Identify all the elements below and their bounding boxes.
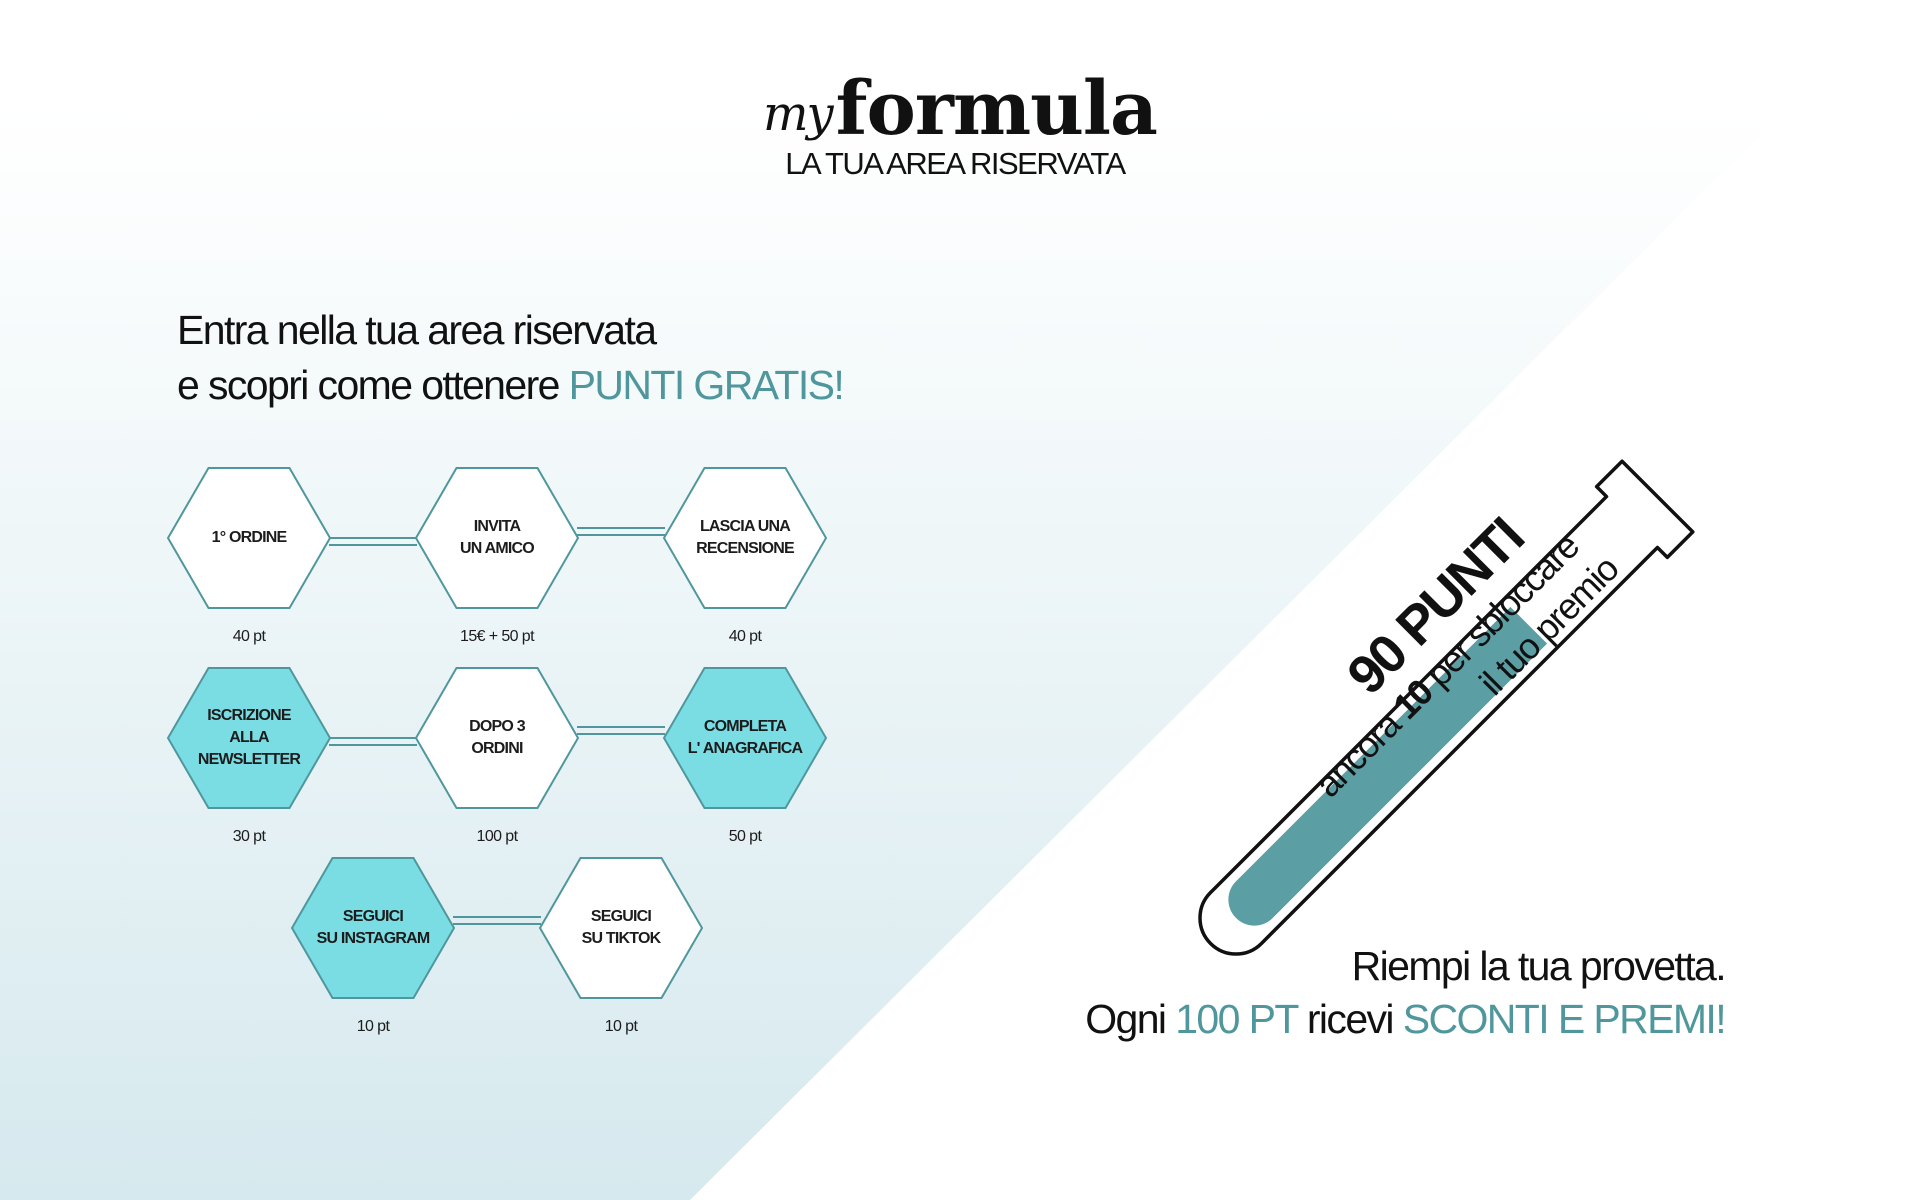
- hexagon-outline: [414, 667, 580, 809]
- action-label: SEGUICI SU INSTAGRAM: [316, 908, 431, 947]
- hexagon-shape: [538, 857, 704, 999]
- action-points: 30 pt: [232, 828, 266, 845]
- action-label: SEGUICI SU TIKTOK: [581, 908, 662, 947]
- footer-text-a: Ogni: [1085, 996, 1176, 1042]
- hexagon-outline: [166, 467, 332, 609]
- action-hexagon-instagram: SEGUICI SU INSTAGRAM: [290, 857, 456, 999]
- action-points: 100 pt: [476, 828, 518, 845]
- intro-accent: PUNTI GRATIS!: [568, 362, 845, 408]
- tube-fill: [1217, 606, 1548, 937]
- action-hexagon-profile: COMPLETA L' ANAGRAFICA: [662, 667, 828, 809]
- hexagon-outline: [290, 857, 456, 999]
- action-points: 15€ + 50 pt: [460, 628, 535, 645]
- test-tube-progress: [1198, 459, 1695, 956]
- hexagon-shape: [414, 467, 580, 609]
- hexagon-shape: [166, 467, 332, 609]
- action-label: LASCIA UNA RECENSIONE: [696, 518, 795, 557]
- action-points: 50 pt: [728, 828, 762, 845]
- logo-formula-text: formula: [835, 66, 1158, 152]
- hexagon-shape: [662, 667, 828, 809]
- hexagon-shape: [166, 667, 332, 809]
- brand-logo: myformula LA TUA AREA RISERVATA: [0, 66, 1920, 182]
- hexagon-shape: [662, 467, 828, 609]
- connector: [577, 726, 665, 735]
- action-label: ISCRIZIONE ALLA NEWSLETTER: [197, 707, 301, 768]
- hexagon-outline: [662, 667, 828, 809]
- hexagon-outline: [414, 467, 580, 609]
- footer-accent-points: 100 PT: [1175, 996, 1298, 1042]
- action-points: 10 pt: [356, 1018, 390, 1035]
- logo-my-text: my: [763, 86, 834, 142]
- action-label: 1° ORDINE: [211, 529, 288, 546]
- hexagon-shape: [290, 857, 456, 999]
- hexagon-shape: [414, 667, 580, 809]
- action-hexagon-newsletter: ISCRIZIONE ALLA NEWSLETTER: [166, 667, 332, 809]
- hexagon-outline: [166, 667, 332, 809]
- action-points: 40 pt: [232, 628, 266, 645]
- action-label: COMPLETA L' ANAGRAFICA: [687, 718, 803, 757]
- action-points: 10 pt: [604, 1018, 638, 1035]
- footer-accent-rewards: SCONTI E PREMI!: [1402, 996, 1727, 1042]
- action-hexagon-tiktok: SEGUICI SU TIKTOK: [538, 857, 704, 999]
- connector: [453, 916, 541, 925]
- tube-explanation: Riempi la tua provetta. Ogni 100 PT rice…: [1085, 940, 1727, 1046]
- hexagon-outline: [538, 857, 704, 999]
- action-label: INVITA UN AMICO: [460, 518, 535, 557]
- action-hexagon-review: LASCIA UNA RECENSIONE: [662, 467, 828, 609]
- intro-line-1: Entra nella tua area riservata: [177, 307, 657, 353]
- intro-heading: Entra nella tua area riservata e scopri …: [177, 303, 845, 413]
- action-points: 40 pt: [728, 628, 762, 645]
- connector: [329, 537, 417, 546]
- footer-line-1: Riempi la tua provetta.: [1351, 943, 1727, 989]
- tube-outline: [1198, 459, 1695, 956]
- connector: [577, 527, 665, 536]
- logo-subtitle: LA TUA AREA RISERVATA: [785, 146, 1126, 181]
- action-label: DOPO 3 ORDINI: [469, 718, 525, 757]
- action-hexagon-first-order: 1° ORDINE: [166, 467, 332, 609]
- action-hexagon-three-orders: DOPO 3 ORDINI: [414, 667, 580, 809]
- connector: [329, 737, 417, 746]
- footer-text-c: ricevi: [1297, 996, 1403, 1042]
- action-hexagon-invite-friend: INVITA UN AMICO: [414, 467, 580, 609]
- footer-line-2: Ogni 100 PT ricevi SCONTI E PREMI!: [1085, 993, 1727, 1046]
- hexagon-outline: [662, 467, 828, 609]
- intro-line-2: e scopri come ottenere PUNTI GRATIS!: [177, 358, 845, 413]
- intro-line-2-prefix: e scopri come ottenere: [177, 362, 569, 408]
